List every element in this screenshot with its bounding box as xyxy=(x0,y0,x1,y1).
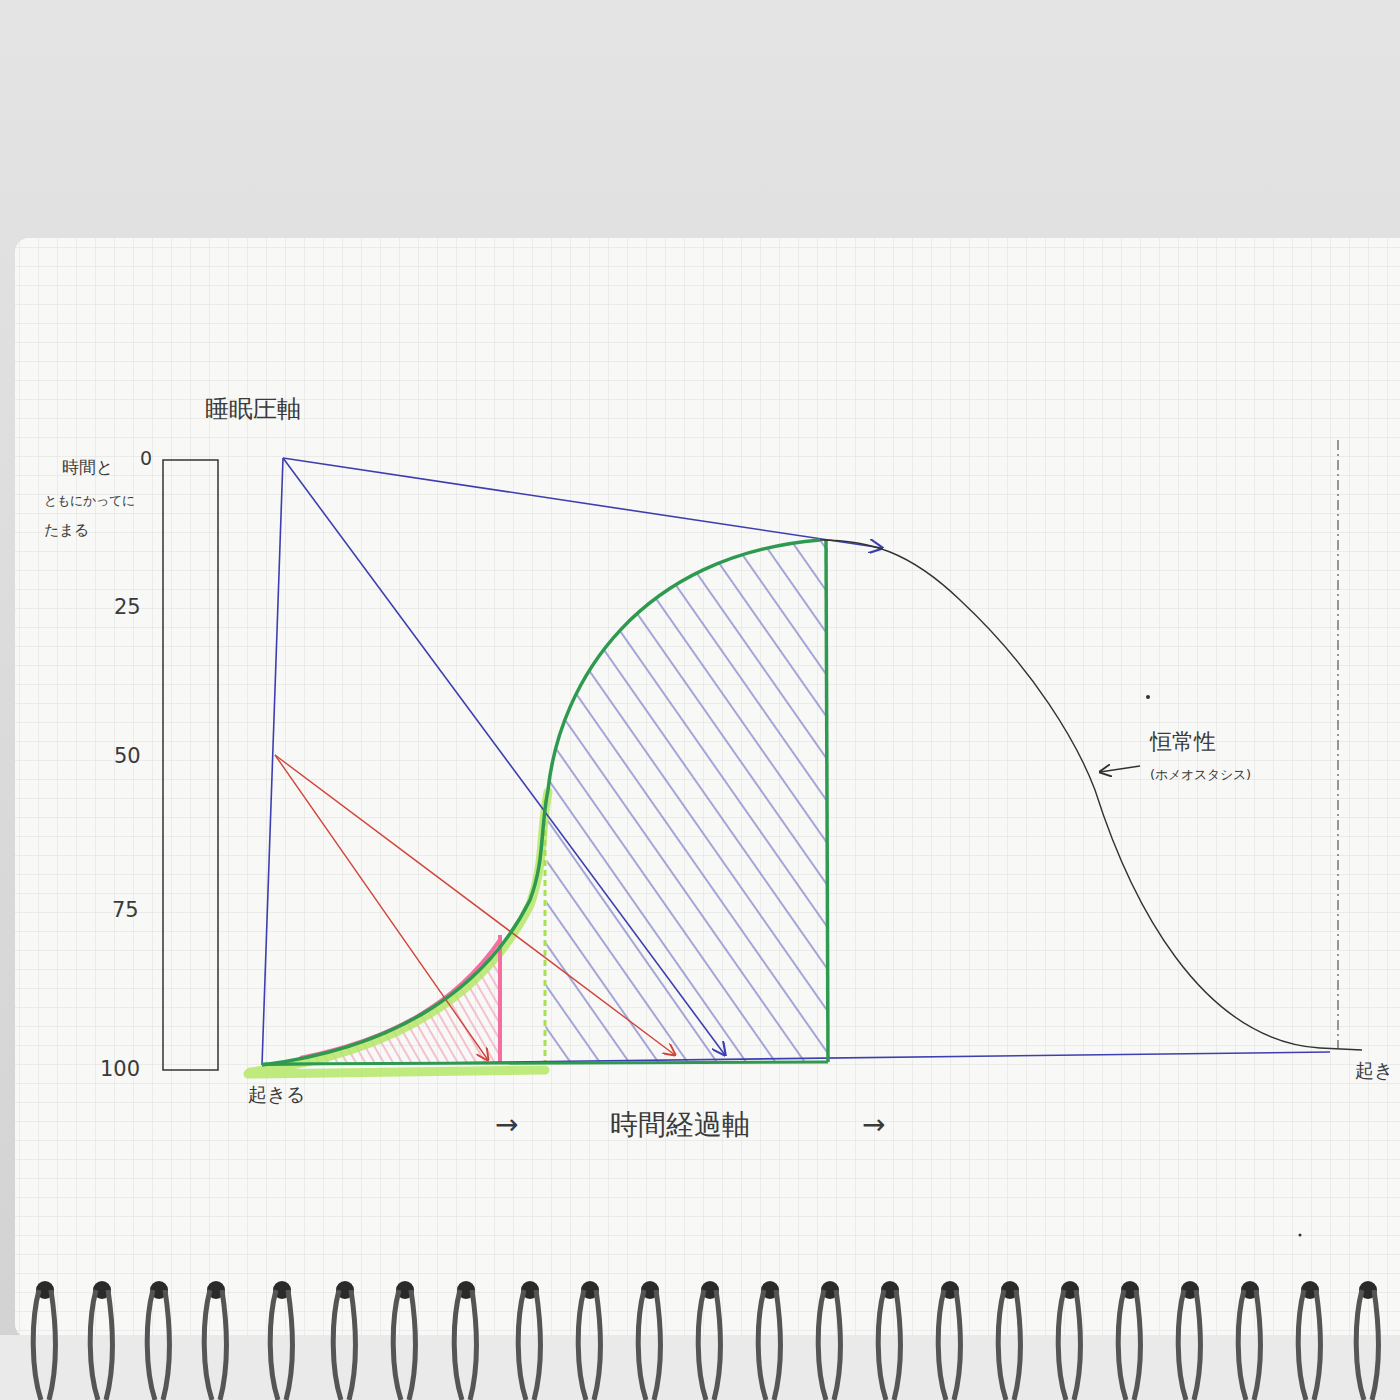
axis-arrow: → xyxy=(862,1110,885,1141)
red-arrow xyxy=(275,755,488,1060)
dot xyxy=(1299,1234,1302,1237)
scale-number: 100 xyxy=(100,1058,140,1081)
marker-line xyxy=(544,800,547,1062)
paper-sheet xyxy=(15,238,1400,1338)
rings xyxy=(33,1281,1378,1400)
hatch-area xyxy=(290,940,500,1062)
red-arrows xyxy=(275,755,675,1060)
highlight-base xyxy=(248,1070,545,1074)
axis-arrow: → xyxy=(495,1110,518,1141)
note-text: 時間と xyxy=(62,458,113,477)
axis-title: 睡眠圧軸 xyxy=(205,396,301,422)
sleep-line xyxy=(826,540,828,1062)
blue-arrow xyxy=(283,458,725,1055)
scale-bar xyxy=(163,460,218,1070)
annotation: 恒常性 xyxy=(1150,730,1216,754)
pink-curve xyxy=(300,940,500,1058)
event-label: 起き xyxy=(1355,1060,1393,1081)
decline-curve xyxy=(820,540,1362,1050)
highlight xyxy=(248,792,548,1074)
note-text: たまる xyxy=(44,522,89,539)
x-axis xyxy=(262,1052,1330,1065)
event-label: 起きる xyxy=(248,1084,305,1105)
leader-arrow xyxy=(1100,766,1140,772)
pink-line xyxy=(498,935,502,1062)
blue-arrow xyxy=(283,458,882,548)
red-arrow xyxy=(275,755,675,1055)
annotation: (ホメオスタシス) xyxy=(1150,768,1251,782)
dashed-line xyxy=(1337,440,1338,1048)
scale-number: 75 xyxy=(112,899,139,922)
pressure-curve xyxy=(262,540,820,1065)
hatch-area xyxy=(545,540,828,1062)
scale-number: 0 xyxy=(140,448,152,469)
axes xyxy=(262,458,1330,1065)
base-line xyxy=(262,1062,828,1064)
grid-lines xyxy=(15,238,1400,1338)
axis-title: 時間経過軸 xyxy=(610,1110,750,1141)
scale-number: 50 xyxy=(114,745,141,768)
dot xyxy=(1146,695,1150,699)
spiral-binding xyxy=(0,1281,1400,1400)
scale-number: 25 xyxy=(114,596,141,619)
note-text: ともにかってに xyxy=(44,494,135,508)
